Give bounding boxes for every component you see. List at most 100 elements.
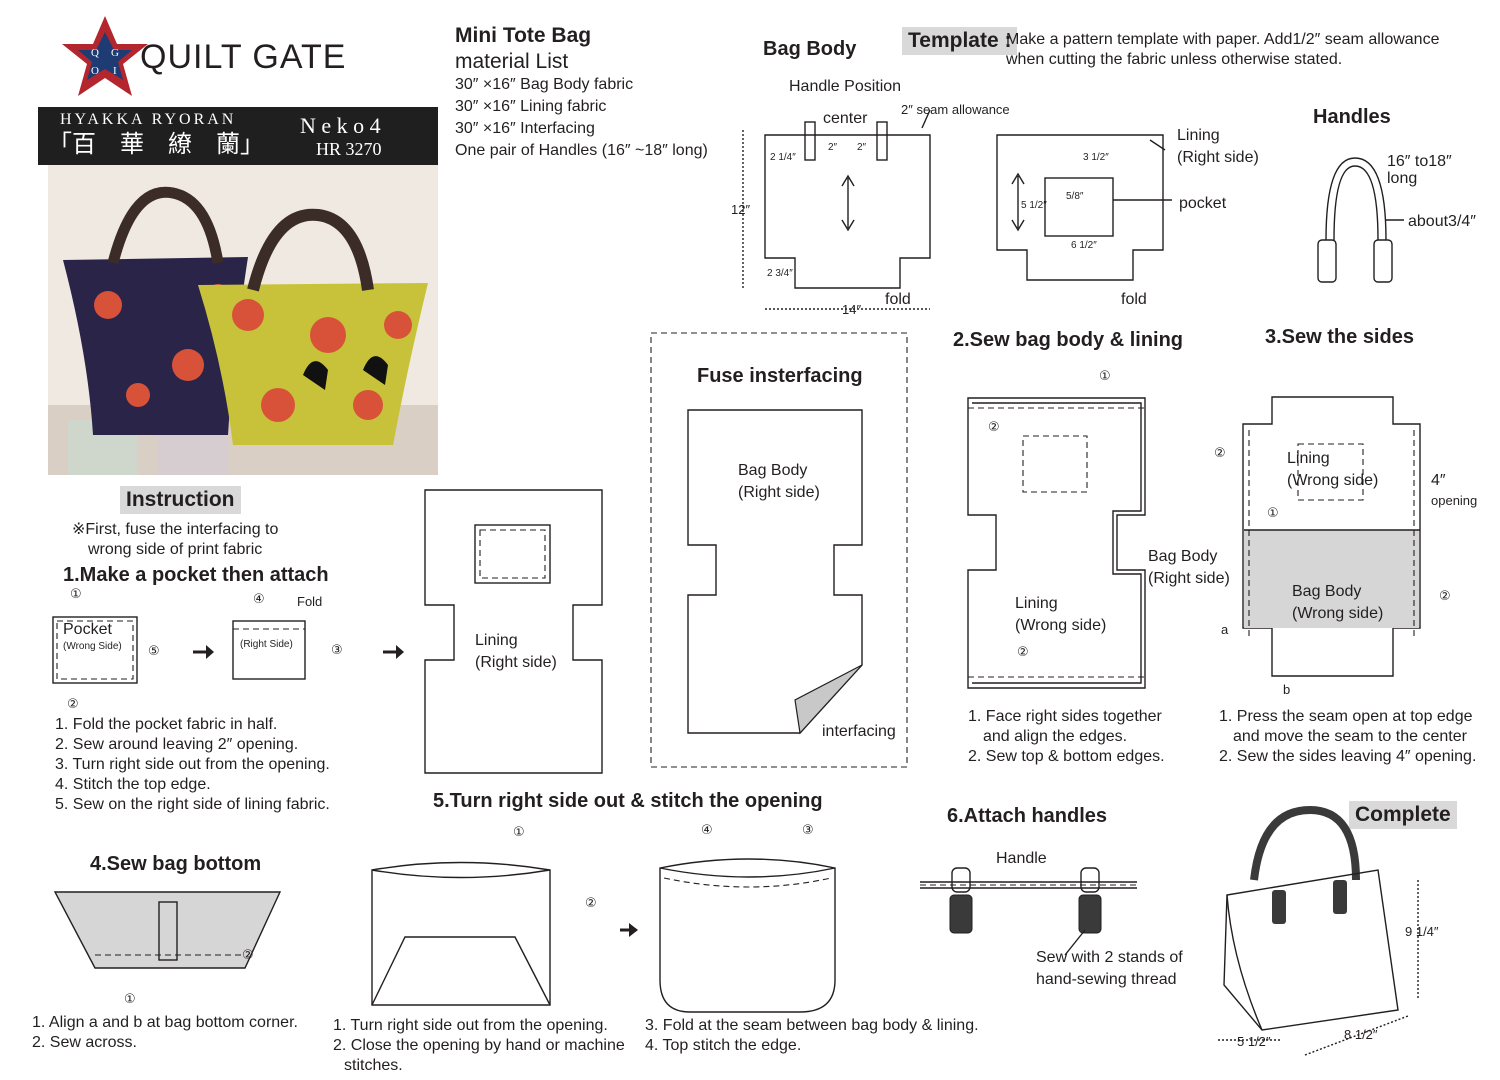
step4-instruction: 1. Align a and b at bag bottom corner. xyxy=(32,1014,298,1031)
material-item: 30″ ×16″ Interfacing xyxy=(455,120,595,137)
fabric-kanji: 「百 華 繚 蘭」 xyxy=(48,130,264,158)
template-text-1: Make a pattern template with paper. Add1… xyxy=(1006,31,1440,48)
instruction-label: Instruction xyxy=(120,486,241,515)
instruction-note-1: ※First, fuse the interfacing to xyxy=(72,521,279,538)
step5-instruction: stitches. xyxy=(344,1057,403,1074)
step1-lining-2: (Right side) xyxy=(475,654,557,671)
material-item: 30″ ×16″ Bag Body fabric xyxy=(455,76,634,93)
step5-marker: ④ xyxy=(701,822,713,837)
step2-lining-1: Lining xyxy=(1015,595,1058,612)
lining-label-1: Lining xyxy=(1177,127,1220,144)
dim-3-1-2: 3 1/2″ xyxy=(1083,152,1109,163)
step5-marker: ③ xyxy=(802,822,814,837)
corner-b-label: b xyxy=(1283,682,1291,697)
step3-marker: ② xyxy=(1439,588,1451,603)
fuse-body-1: Bag Body xyxy=(738,462,808,479)
fold-label: fold xyxy=(885,291,911,308)
dim-5-1-2: 5 1/2″ xyxy=(1021,200,1047,211)
fuse-title: Fuse insterfacing xyxy=(697,365,863,387)
dim-5-8: 5/8″ xyxy=(1066,191,1084,202)
step6-note-1: Sew with 2 stands of xyxy=(1036,949,1183,966)
handle-position-label: Handle Position xyxy=(789,78,902,95)
brand-name: QUILT GATE xyxy=(140,38,347,76)
step1-marker: ⑤ xyxy=(148,643,160,658)
pocket-label-2: (Wrong Side) xyxy=(63,641,122,652)
complete-width: 8 1/2″ xyxy=(1344,1027,1378,1042)
product-photo xyxy=(48,165,438,475)
step3-title: 3.Sew the sides xyxy=(1265,326,1414,348)
step1-marker: ② xyxy=(67,696,79,711)
dim-2-left: 2″ xyxy=(828,142,838,153)
material-item: 30″ ×16″ Lining fabric xyxy=(455,98,607,115)
dim-2-3-4: 2 3/4″ xyxy=(767,268,793,279)
step2-title: 2.Sew bag body & lining xyxy=(953,329,1184,351)
step2-marker: ① xyxy=(1099,368,1111,383)
logo-letter-g: G xyxy=(111,47,119,59)
template-label: Template : xyxy=(902,27,1018,56)
pocket-label-1: Pocket xyxy=(63,621,112,638)
step2-instruction: and align the edges. xyxy=(983,728,1128,745)
step3-body-2: (Wrong side) xyxy=(1292,605,1384,622)
dim-6-1-2: 6 1/2″ xyxy=(1071,240,1097,251)
step6-title: 6.Attach handles xyxy=(947,805,1108,827)
step1-marker: ① xyxy=(70,586,82,601)
step3-opening-dim: 4″ xyxy=(1431,472,1446,489)
brand-logo: Q G O I QUILT GATE xyxy=(60,14,390,104)
step3-instruction: and move the seam to the center xyxy=(1233,728,1467,745)
instruction-note-2: wrong side of print fabric xyxy=(88,541,263,558)
pocket-label: pocket xyxy=(1179,195,1227,212)
template-text-2: when cutting the fabric unless otherwise… xyxy=(1006,51,1343,68)
step2-instruction: 1. Face right sides together xyxy=(968,708,1162,725)
bag-body-title: Bag Body xyxy=(763,38,857,60)
handles-length-2: long xyxy=(1387,170,1418,187)
step1-marker: ③ xyxy=(331,642,343,657)
star-logo-icon: Q G O I xyxy=(62,16,148,96)
fabric-code: HR 3270 xyxy=(316,139,382,159)
step5-instruction: 2. Close the opening by hand or machine xyxy=(333,1037,625,1054)
step2-marker: ② xyxy=(1017,644,1029,659)
step1-instruction: 5. Sew on the right side of lining fabri… xyxy=(55,796,330,813)
fuse-interfacing-label: interfacing xyxy=(822,723,896,740)
step5-instruction: 3. Fold at the seam between bag body & l… xyxy=(645,1017,979,1034)
center-label: center xyxy=(823,110,868,127)
step1-lining-1: Lining xyxy=(475,632,518,649)
materials-title: Mini Tote Bag xyxy=(455,24,592,47)
step3-instruction: 2. Sew the sides leaving 4″ opening. xyxy=(1219,748,1477,765)
step2-body-2: (Right side) xyxy=(1148,570,1230,587)
dim-2-right: 2″ xyxy=(857,142,867,153)
handles-title: Handles xyxy=(1313,106,1391,128)
step3-instruction: 1. Press the seam open at top edge xyxy=(1219,708,1473,725)
fabric-series: HYAKKA RYORAN xyxy=(60,111,237,128)
fuse-body-2: (Right side) xyxy=(738,484,820,501)
fabric-pattern-name: N e k o 4 xyxy=(300,113,381,138)
complete-label: Complete xyxy=(1349,801,1457,830)
step3-body-1: Bag Body xyxy=(1292,583,1362,600)
step2-instruction: 2. Sew top & bottom edges. xyxy=(968,748,1165,765)
step5-instruction: 4. Top stitch the edge. xyxy=(645,1037,802,1054)
corner-a-label: a xyxy=(1221,622,1229,637)
step3-lining-1: Lining xyxy=(1287,450,1330,467)
lining-fold-label: fold xyxy=(1121,291,1147,308)
step1-instruction: 2. Sew around leaving 2″ opening. xyxy=(55,736,299,753)
step3-lining-2: (Wrong side) xyxy=(1287,472,1379,489)
step1-marker: ④ xyxy=(253,591,265,606)
step1-title: 1.Make a pocket then attach xyxy=(63,564,329,586)
step2-marker: ② xyxy=(988,419,1000,434)
step1-instruction: 1. Fold the pocket fabric in half. xyxy=(55,716,278,733)
step5-marker: ② xyxy=(585,895,597,910)
dim-12: 12″ xyxy=(731,202,751,217)
pocket-right-side: (Right Side) xyxy=(240,639,293,650)
material-item: One pair of Handles (16″ ~18″ long) xyxy=(455,142,708,159)
materials-subtitle: material List xyxy=(455,50,569,73)
